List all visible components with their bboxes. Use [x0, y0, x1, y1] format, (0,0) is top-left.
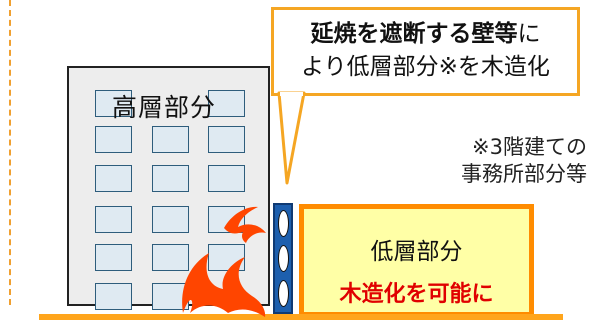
window [95, 126, 132, 153]
window [152, 244, 189, 271]
window [208, 165, 245, 192]
callout-box: 延焼を遮断する壁等に より低層部分※を木造化 [271, 7, 580, 96]
callout-pointer [277, 91, 306, 185]
window [152, 206, 189, 233]
window [95, 283, 132, 310]
note-line-2: 事務所部分等 [461, 162, 587, 186]
window [152, 126, 189, 153]
window [152, 165, 189, 192]
dashed-divider [9, 0, 11, 305]
wall-oval [278, 210, 289, 237]
flame-small-icon [224, 206, 266, 243]
callout-line-1: 延焼を遮断する壁等に [274, 18, 577, 51]
window [208, 90, 245, 117]
window [95, 206, 132, 233]
low-rise-emphasis: 木造化を可能に [339, 282, 494, 307]
fire-separation-wall [273, 203, 293, 314]
window [208, 126, 245, 153]
window [95, 244, 132, 271]
window [95, 90, 132, 117]
note-text: ※3階建ての 事務所部分等 [392, 134, 587, 188]
callout-line-2: より低層部分※を木造化 [301, 54, 550, 80]
note-line-1: ※3階建ての [472, 135, 587, 159]
wall-oval [278, 280, 289, 307]
tall-building-label: 高層部分 [112, 93, 217, 122]
window [95, 165, 132, 192]
flame-large-icon [182, 253, 266, 317]
low-rise-label: 低層部分 [370, 239, 463, 265]
callout-bold-text: 延焼を遮断する壁等 [310, 21, 518, 47]
low-rise-building: 低層部分 木造化を可能に [299, 204, 534, 317]
wall-oval [278, 245, 289, 272]
callout-line1-rest: に [517, 21, 541, 47]
ground-line [39, 314, 563, 320]
